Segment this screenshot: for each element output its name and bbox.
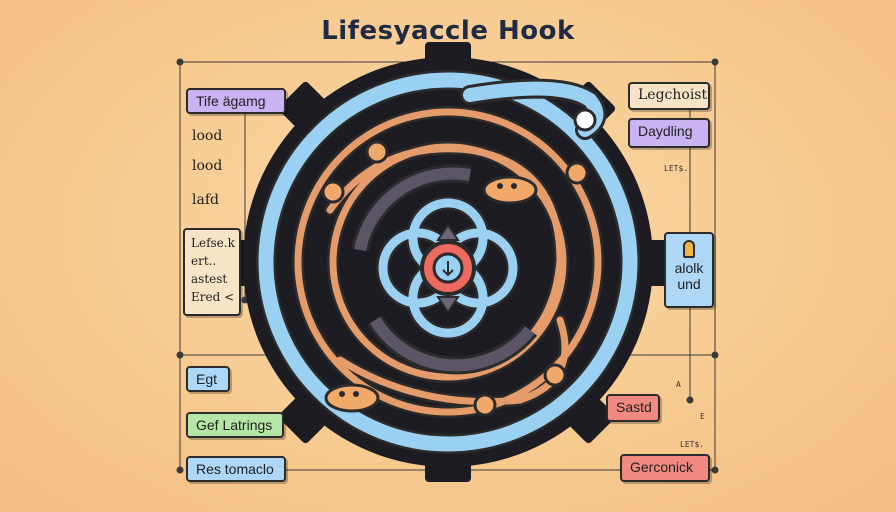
und-text: und xyxy=(670,276,708,292)
label-alolk-und: alolk und xyxy=(664,232,714,308)
note-right: LET$. xyxy=(664,164,688,173)
label-gerconick: Gerconick xyxy=(620,454,710,482)
stack-line-3: astest xyxy=(191,270,233,288)
label-load-1: lood xyxy=(192,128,222,144)
label-sastd: Sastd xyxy=(606,394,660,422)
label-gef-latrings: Gef Latrings xyxy=(186,412,284,438)
user-icon xyxy=(683,240,695,258)
stack-line-2: ert.. xyxy=(191,252,233,270)
label-lafd: lafd xyxy=(192,192,219,208)
alolk-text: alolk xyxy=(670,260,708,276)
note-b: E xyxy=(700,412,705,421)
label-load-2: lood xyxy=(192,158,222,174)
stack-line-1: Lefse.k xyxy=(191,234,233,252)
label-stack: Lefse.k ert.. astest Ered < xyxy=(183,228,241,316)
note-a: A xyxy=(676,380,681,389)
stack-line-4: Ered < xyxy=(191,288,233,306)
note-c: LET$. xyxy=(680,440,704,449)
label-daydling: Daydling xyxy=(628,118,710,148)
label-res-tomaclo: Res tomaclo xyxy=(186,456,286,482)
label-legchoist: Legchoist xyxy=(628,82,710,110)
label-egt: Egt xyxy=(186,366,230,392)
label-tife-agamg: Tife ägamg xyxy=(186,88,286,114)
